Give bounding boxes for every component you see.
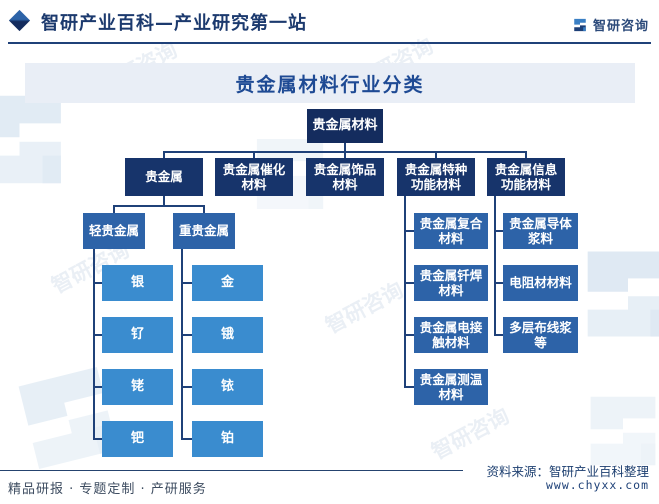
connector-line <box>181 248 183 440</box>
connector-line <box>344 151 346 160</box>
watermark-text: 智研咨询 <box>427 403 514 465</box>
node-palladium: 钯 <box>102 421 173 457</box>
connector-line <box>113 205 115 215</box>
services-text: 精品研报 · 专题定制 · 产研服务 <box>8 482 207 497</box>
node-info-function-material: 贵金属信息功能材料 <box>487 158 565 196</box>
footer-divider <box>0 470 463 471</box>
brand-name: 智研咨询 <box>592 19 649 34</box>
connector-line <box>113 205 205 207</box>
node-composite-material: 贵金属复合材料 <box>414 213 488 249</box>
node-temperature-measuring-material: 贵金属测温材料 <box>414 369 488 405</box>
watermark-text: 智研咨询 <box>321 277 408 339</box>
connector-line <box>163 151 165 160</box>
watermark-logo-icon <box>572 238 659 350</box>
connector-line <box>203 205 205 215</box>
zhiyan-logo-icon <box>574 18 586 31</box>
node-silver: 银 <box>102 265 173 301</box>
chart-title: 贵金属材料行业分类 <box>235 73 425 96</box>
node-light-precious-metal: 轻贵金属 <box>83 213 145 249</box>
diamond-icon <box>8 9 31 32</box>
page-title: 智研产业百科—产业研究第一站 <box>41 13 307 34</box>
connector-line <box>344 143 346 153</box>
chart-title-bar: 贵金属材料行业分类 <box>25 63 635 103</box>
node-heavy-precious-metal: 重贵金属 <box>173 213 235 249</box>
node-gold: 金 <box>192 265 263 301</box>
connector-line <box>404 230 415 232</box>
connector-line <box>404 334 415 336</box>
connector-line <box>525 151 527 160</box>
connector-line <box>181 438 193 440</box>
connector-line <box>93 282 103 284</box>
connector-line <box>494 196 496 336</box>
node-resistor-material: 电阻材材料 <box>503 265 578 301</box>
connector-line <box>93 386 103 388</box>
node-conductor-paste: 贵金属导体浆料 <box>503 213 578 249</box>
node-platinum: 铂 <box>192 421 263 457</box>
node-rhodium: 铑 <box>102 369 173 405</box>
node-electrical-contact-material: 贵金属电接触材料 <box>414 317 488 353</box>
node-root: 贵金属材料 <box>307 109 383 143</box>
node-multilayer-wiring-paste: 多层布线浆等 <box>503 317 578 353</box>
brand-logo: 智研咨询 <box>572 15 649 34</box>
node-special-function-material: 贵金属特种功能材料 <box>397 158 475 196</box>
node-catalytic-material: 贵金属催化材料 <box>215 158 293 196</box>
node-iridium: 铱 <box>192 369 263 405</box>
connector-line <box>494 334 504 336</box>
connector-line <box>435 151 437 160</box>
connector-line <box>404 282 415 284</box>
connector-line <box>93 334 103 336</box>
connector-line <box>163 196 165 207</box>
connector-line <box>404 386 415 388</box>
data-source-text: 资料来源：智研产业百科整理 <box>486 464 649 479</box>
node-osmium: 锇 <box>192 317 263 353</box>
header-divider <box>8 42 651 44</box>
node-precious-metal: 贵金属 <box>125 158 203 196</box>
connector-line <box>253 151 255 160</box>
connector-line <box>93 438 103 440</box>
node-ruthenium: 钌 <box>102 317 173 353</box>
node-jewelry-material: 贵金属饰品材料 <box>306 158 384 196</box>
connector-line <box>494 282 504 284</box>
connector-line <box>404 196 406 388</box>
connector-line <box>181 334 193 336</box>
connector-line <box>494 230 504 232</box>
connector-line <box>93 248 95 440</box>
connector-line <box>181 282 193 284</box>
website-link[interactable]: www.chyxx.com <box>545 478 649 492</box>
node-brazing-material: 贵金属钎焊材料 <box>414 265 488 301</box>
connector-line <box>181 386 193 388</box>
